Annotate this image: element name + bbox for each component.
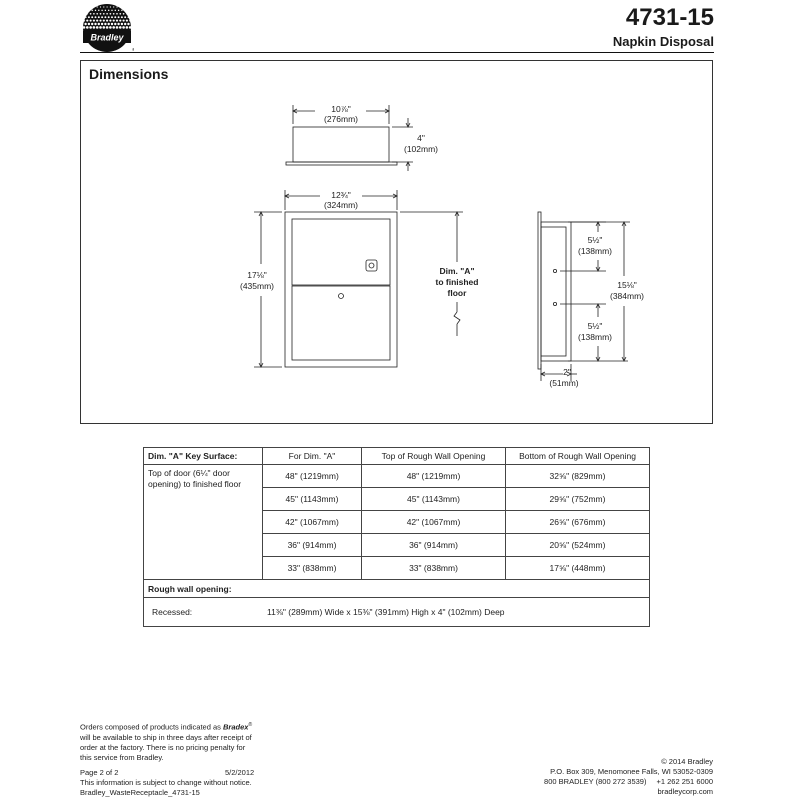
table-row: 45" (1143mm) 45" (1143mm) 29⅝" (752mm) [144,487,650,511]
table-row: 36" (914mm) 36" (914mm) 20⅝" (524mm) [144,533,650,557]
company-contact: © 2014 Bradley P.O. Box 309, Menomonee F… [544,757,713,797]
svg-text:Bradley: Bradley [90,33,124,43]
cell-bottom-rough: 26⅝" (676mm) [505,510,650,534]
orders-note: Orders composed of products indicated as… [80,722,253,762]
top-view-diagram [285,105,413,171]
bradley-logo: Bradley ® [83,4,134,52]
cell-top-rough: 33" (838mm) [361,556,506,580]
header-key-surface: Dim. "A" Key Surface: [143,447,263,465]
toll-free-phone: 800 BRADLEY (800 272 3539) [544,777,647,786]
key-surface-description: Top of door (6¼" door opening) to finish… [143,464,263,580]
revision-date: 5/2/2012 [225,768,255,777]
side-total-mm: (384mm) [610,291,644,301]
top-depth-in: 4" [417,133,425,143]
page-number: Page 2 of 2 [80,768,119,777]
dim-a-label-line2: to finished [436,277,479,287]
side-total-in: 15⅛" [617,280,637,290]
bradex-mark: Bradex [223,722,249,732]
mailing-address: P.O. Box 309, Menomonee Falls, WI 53052-… [550,767,713,776]
top-width-mm: (276mm) [324,114,358,124]
cell-dim-a: 42" (1067mm) [262,510,362,534]
cell-bottom-rough: 17⅝" (448mm) [505,556,650,580]
recessed-value: 11⅜" (289mm) Wide x 15⅜" (391mm) High x … [267,607,505,617]
side-depth-in: 2" [563,367,571,377]
cell-dim-a: 33" (838mm) [262,556,362,580]
orders-note-line: order at the factory. There is no pricin… [80,742,246,752]
change-notice: This information is subject to change wi… [80,778,252,787]
international-phone: +1 262 251 6000 [656,777,713,786]
top-depth-mm: (102mm) [404,144,438,154]
cell-bottom-rough: 29⅝" (752mm) [505,487,650,511]
side-lower-mm: (138mm) [578,332,612,342]
cell-bottom-rough: 20⅝" (524mm) [505,533,650,557]
top-width-in: 10⅞" [331,104,351,114]
header-for-dim-a: For Dim. "A" [262,447,362,465]
dim-a-label: Dim. "A" [440,266,475,276]
dimensions-title: Dimensions [89,66,169,82]
header-top-rough: Top of Rough Wall Opening [361,447,506,465]
cell-dim-a: 48" (1219mm) [262,464,362,488]
table-header-row: Dim. "A" Key Surface: For Dim. "A" Top o… [143,447,650,465]
side-lower-in: 5½" [588,321,603,331]
orders-note-line: will be available to ship in three days … [80,732,252,742]
side-depth-mm: (51mm) [549,378,578,388]
front-width-in: 12¾" [331,190,351,200]
recessed-row: Recessed: 11⅜" (289mm) Wide x 15⅜" (391mm… [143,597,650,627]
copyright: © 2014 Bradley [661,757,713,766]
model-number: 4731-15 [625,4,714,31]
website-link[interactable]: bradleycorp.com [657,787,713,796]
side-upper-in: 5½" [588,235,603,245]
dimensions-panel [80,60,713,424]
cell-bottom-rough: 32⅝" (829mm) [505,464,650,488]
cell-top-rough: 48" (1219mm) [361,464,506,488]
table-row: Top of door (6¼" door opening) to finish… [143,464,650,580]
cell-top-rough: 36" (914mm) [361,533,506,557]
header-bottom-rough: Bottom of Rough Wall Opening [505,447,650,465]
product-name: Napkin Disposal [612,34,714,49]
svg-text:®: ® [132,47,134,52]
front-height-in: 17⅛" [247,270,267,280]
cell-top-rough: 45" (1143mm) [361,487,506,511]
dim-a-label-line3: floor [448,288,468,298]
table-row: 33" (838mm) 33" (838mm) 17⅝" (448mm) [144,556,650,580]
dimension-table: Dim. "A" Key Surface: For Dim. "A" Top o… [143,447,650,627]
rough-opening-label: Rough wall opening: [143,579,650,598]
cell-dim-a: 36" (914mm) [262,533,362,557]
side-view-diagram [537,211,630,381]
orders-note-line: this service from Bradley. [80,752,164,762]
recessed-label: Recessed: [152,607,193,617]
rough-opening-heading-row: Rough wall opening: [143,579,650,598]
front-view-diagram [254,190,463,368]
file-name: Bradley_WasteReceptacle_4731-15 [80,788,200,797]
cell-dim-a: 45" (1143mm) [262,487,362,511]
front-width-mm: (324mm) [324,200,358,210]
side-upper-mm: (138mm) [578,246,612,256]
cell-top-rough: 42" (1067mm) [361,510,506,534]
header-divider [80,52,714,53]
orders-note-lead: Orders composed of products indicated as [80,722,223,732]
front-height-mm: (435mm) [240,281,274,291]
recessed-cell: Recessed: 11⅜" (289mm) Wide x 15⅜" (391mm… [143,597,650,627]
